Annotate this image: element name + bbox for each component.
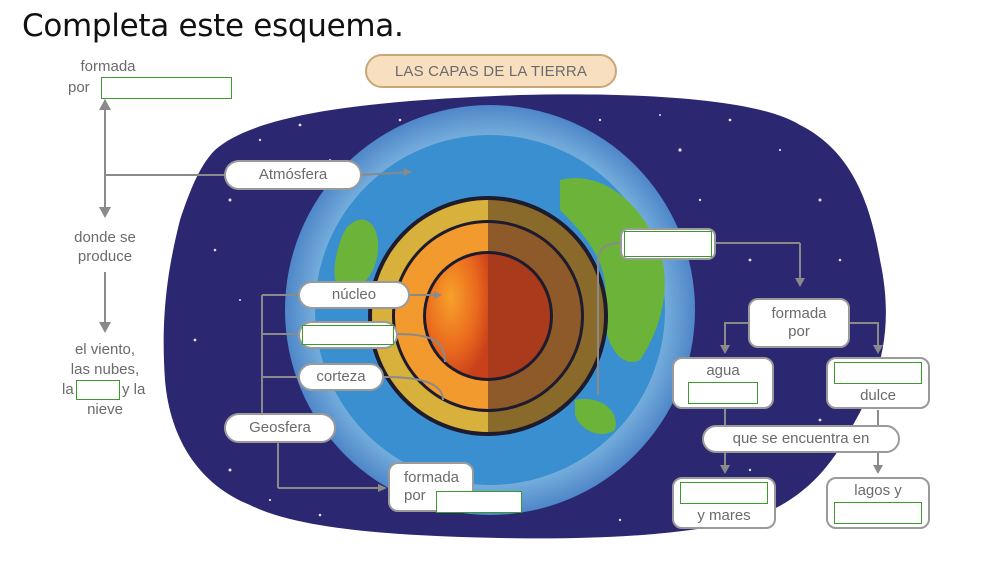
agua-label: agua <box>706 362 740 379</box>
atmosfera-box: Atmósfera <box>224 160 362 190</box>
hidro-formada-por-box: formada por <box>748 298 850 348</box>
lagos-box: lagos y <box>826 477 930 529</box>
land-patch <box>560 178 665 362</box>
hidro-formada-label: formada <box>771 305 827 322</box>
que-se-encuentra-box: que se encuentra en <box>702 425 900 453</box>
label-y-la: y la <box>122 381 146 398</box>
connector-lines <box>99 99 883 492</box>
diagram-title: LAS CAPAS DE LA TIERRA <box>365 54 617 88</box>
blank-dulce[interactable] <box>834 361 922 384</box>
instruction-heading: Completa este esquema. <box>22 8 404 44</box>
y-mares-label: y mares <box>697 506 751 524</box>
lagos-y-label: lagos y <box>854 482 902 499</box>
blank-manto[interactable] <box>302 325 394 345</box>
hidrosfera-box <box>620 228 716 260</box>
dulce-label: dulce <box>860 386 896 404</box>
blank-lluvia[interactable] <box>76 380 120 400</box>
label-las-nubes: las nubes, <box>70 361 140 378</box>
blank-mares[interactable] <box>680 481 768 504</box>
geosfera-por-label: por <box>404 487 426 504</box>
agua-box: agua <box>672 357 774 409</box>
label-formada: formada <box>80 58 136 75</box>
label-por: por <box>68 79 90 96</box>
label-el-viento: el viento, <box>74 341 136 358</box>
blank-atmosfera-formada[interactable] <box>101 77 232 99</box>
geosfera-formada-label: formada <box>404 469 460 486</box>
geosfera-box: Geosfera <box>224 413 336 443</box>
label-nieve: nieve <box>87 401 123 418</box>
label-produce: produce <box>77 248 133 265</box>
manto-box <box>298 321 398 349</box>
land-patch <box>334 219 379 293</box>
blank-agua[interactable] <box>688 382 758 404</box>
mares-box: y mares <box>672 477 776 529</box>
blank-geosfera-formada[interactable] <box>436 491 522 513</box>
label-donde-se: donde se <box>74 229 136 246</box>
hidro-por-label: por <box>788 323 810 340</box>
nucleo-box: núcleo <box>298 281 410 309</box>
label-la: la <box>62 381 74 398</box>
blank-hidrosfera[interactable] <box>624 231 712 257</box>
blank-lagos[interactable] <box>834 502 922 524</box>
dulce-box: dulce <box>826 357 930 409</box>
corteza-box: corteza <box>298 363 384 391</box>
